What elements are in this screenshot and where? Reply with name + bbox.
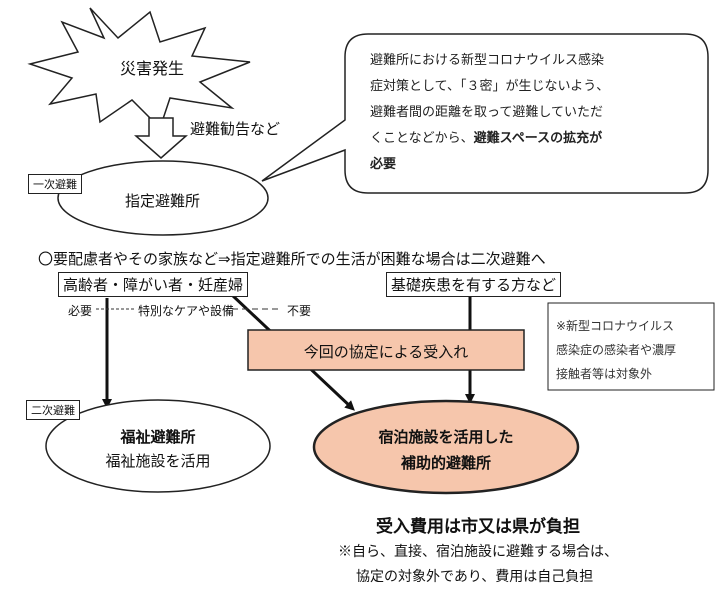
secondary-evacuation-heading: 〇要配慮者やその家族など⇒指定避難所での生活が困難な場合は二次避難へ [38, 250, 546, 268]
group-elderly-box: 高齢者・障がい者・妊産婦 [58, 272, 249, 297]
welfare-shelter-subtitle: 福祉施設を活用 [105, 452, 211, 470]
care-need-label: 必要 [68, 304, 93, 318]
primary-shelter-ellipse [57, 160, 269, 236]
care-special-label: 特別なケアや設備 [138, 304, 235, 318]
covid-note-line: 感染症の感染者や濃厚 [556, 343, 677, 357]
callout-line: 避難者間の距離を取って避難していただ [370, 105, 603, 120]
agreement-box-label: 今回の協定による受入れ [303, 343, 469, 361]
agreement-box-shape [247, 329, 525, 371]
disaster-label: 災害発生 [120, 59, 185, 78]
cost-note-line1: ※自ら、直接、宿泊施設に避難する場合は、 [338, 544, 618, 560]
welfare-shelter-ellipse [45, 399, 271, 493]
callout-line: 避難所における新型コロナウイルス感染 [370, 53, 605, 68]
evacuation-order-label: 避難勧告など [190, 120, 281, 138]
covid-note-line: 接触者等は対象外 [556, 367, 653, 381]
covid-note-box [547, 302, 715, 391]
callout-bubble [261, 33, 709, 194]
auxiliary-shelter-line1: 宿泊施設を活用した [378, 428, 514, 446]
covid-note-line: ※新型コロナウイルス [556, 319, 675, 333]
cost-main-text: 受入費用は市又は県が負担 [376, 517, 580, 537]
callout-line: くことなどから、 [370, 131, 474, 146]
callout-emphasis-end: 必要 [370, 157, 397, 172]
callout-emphasis: 避難スペースの拡充が [473, 131, 603, 146]
welfare-shelter-title: 福祉避難所 [120, 428, 196, 446]
covid-note-text: ※新型コロナウイルス 感染症の感染者や濃厚 接触者等は対象外 [556, 314, 676, 386]
auxiliary-shelter-line2: 補助的避難所 [400, 454, 491, 472]
primary-evacuation-tag: 一次避難 [28, 174, 82, 194]
callout-line: 症対策として、「３密」が生じないよう、 [370, 79, 610, 94]
cost-note-line2: 協定の対象外であり、費用は自己負担 [356, 569, 594, 585]
callout-text: 避難所における新型コロナウイルス感染 症対策として、「３密」が生じないよう、 避… [370, 48, 700, 178]
group-disease-box: 基礎疾患を有する方など [386, 272, 562, 297]
auxiliary-shelter-ellipse [312, 399, 580, 495]
primary-shelter-label: 指定避難所 [125, 192, 201, 210]
care-not-need-label: 不要 [287, 304, 312, 318]
secondary-evacuation-tag: 二次避難 [26, 400, 80, 420]
evacuation-order-arrow [134, 117, 188, 159]
